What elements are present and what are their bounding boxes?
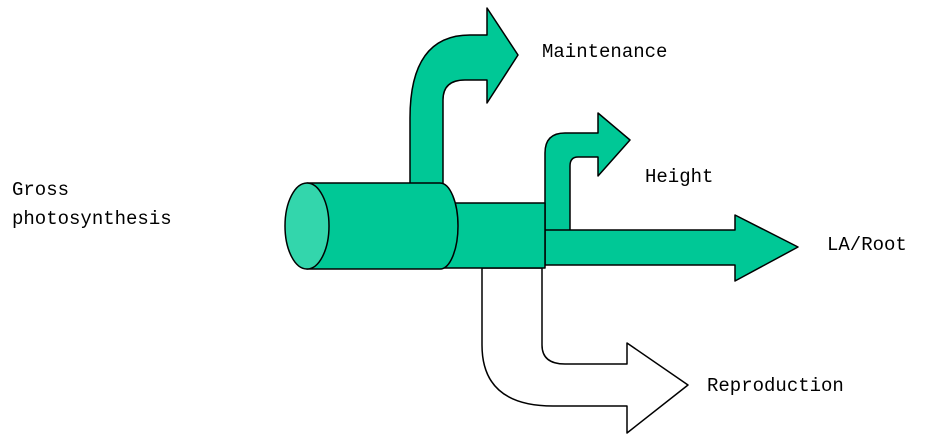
gross-photosynthesis-label-line2: photosynthesis [12, 208, 172, 230]
gross-photosynthesis-label-line1: Gross [12, 179, 69, 201]
la-root-arrow [544, 214, 799, 282]
height-arrow [544, 112, 631, 233]
height-label: Height [645, 166, 713, 188]
maintenance-arrow [409, 7, 519, 186]
la-root-label: LA/Root [827, 234, 907, 256]
maintenance-label: Maintenance [542, 41, 667, 63]
cylinder-body [306, 182, 459, 270]
reproduction-label: Reproduction [707, 375, 844, 397]
cylinder-end [284, 182, 330, 270]
reproduction-arrow [481, 267, 689, 434]
